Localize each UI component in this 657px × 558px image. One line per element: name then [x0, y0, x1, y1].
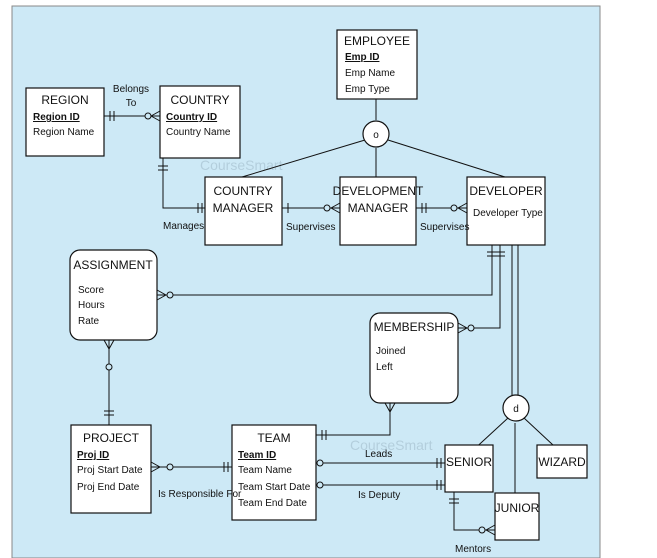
entity-country: COUNTRY Country ID Country Name — [159, 85, 241, 159]
relationship-label-manages: Manages — [163, 221, 204, 232]
svg-text:Team ID: Team ID — [238, 450, 276, 461]
entity-country-manager: COUNTRY MANAGER — [204, 176, 283, 246]
svg-text:Emp Type: Emp Type — [345, 84, 390, 95]
svg-text:TEAM: TEAM — [257, 431, 290, 445]
svg-text:Proj Start Date: Proj Start Date — [77, 465, 143, 476]
svg-text:Region Name: Region Name — [33, 127, 95, 138]
svg-text:DEVELOPMENT: DEVELOPMENT — [333, 184, 424, 198]
entity-team: TEAM Team ID Team Name Team Start Date T… — [231, 424, 317, 521]
relationship-label-supervises: Supervises — [420, 222, 469, 233]
svg-text:MANAGER: MANAGER — [213, 201, 274, 215]
svg-text:Emp Name: Emp Name — [345, 68, 395, 79]
entity-senior: SENIOR — [444, 444, 494, 493]
relationship-label-is-responsible-for: Is Responsible For — [158, 489, 242, 500]
watermark: CourseSmart — [350, 437, 433, 453]
entity-development-manager: DEVELOPMENT MANAGER — [333, 176, 424, 246]
svg-text:Left: Left — [376, 362, 393, 373]
svg-text:JUNIOR: JUNIOR — [495, 501, 540, 515]
relationship-label-to: To — [126, 98, 137, 109]
entity-project: PROJECT Proj ID Proj Start Date Proj End… — [70, 424, 152, 514]
connectors — [103, 99, 554, 536]
watermark: CourseSmart — [200, 157, 283, 173]
svg-text:Hours: Hours — [78, 300, 105, 311]
svg-text:Joined: Joined — [376, 346, 405, 357]
svg-text:Country ID: Country ID — [166, 112, 217, 123]
svg-text:Score: Score — [78, 285, 105, 296]
entity-membership: MEMBERSHIP Joined Left — [369, 312, 459, 404]
relationship-label-belongs: Belongs — [113, 84, 149, 95]
svg-text:Proj ID: Proj ID — [77, 450, 109, 461]
svg-text:Region ID: Region ID — [33, 112, 80, 123]
relationship-label-supervises: Supervises — [286, 222, 335, 233]
svg-text:WIZARD: WIZARD — [538, 455, 586, 469]
relationship-label-is-deputy: Is Deputy — [358, 490, 400, 501]
svg-text:PROJECT: PROJECT — [83, 431, 140, 445]
svg-text:Team Start Date: Team Start Date — [238, 482, 311, 493]
svg-text:Team Name: Team Name — [238, 465, 292, 476]
svg-text:COUNTRY: COUNTRY — [213, 184, 272, 198]
svg-text:Developer Type: Developer Type — [473, 208, 543, 219]
overlap-subtype-marker: o — [362, 120, 390, 148]
entity-wizard: WIZARD — [536, 444, 588, 479]
svg-text:Proj End Date: Proj End Date — [77, 482, 140, 493]
svg-text:COUNTRY: COUNTRY — [170, 93, 229, 107]
entity-employee: EMPLOYEE Emp ID Emp Name Emp Type — [336, 29, 418, 100]
svg-text:MEMBERSHIP: MEMBERSHIP — [374, 320, 455, 334]
svg-text:Emp ID: Emp ID — [345, 52, 379, 63]
entity-region: REGION Region ID Region Name — [25, 87, 105, 157]
svg-text:SENIOR: SENIOR — [446, 455, 492, 469]
svg-text:REGION: REGION — [41, 93, 88, 107]
svg-text:Rate: Rate — [78, 316, 100, 327]
entity-junior: JUNIOR — [494, 492, 540, 541]
svg-text:o: o — [373, 130, 379, 141]
svg-text:MANAGER: MANAGER — [348, 201, 409, 215]
entity-assignment: ASSIGNMENT Score Hours Rate — [69, 249, 158, 341]
relationship-label-leads: Leads — [365, 449, 392, 460]
relationship-label-mentors: Mentors — [455, 544, 491, 555]
svg-text:Country Name: Country Name — [166, 127, 231, 138]
entity-developer: DEVELOPER Developer Type — [466, 176, 546, 246]
svg-text:DEVELOPER: DEVELOPER — [469, 184, 543, 198]
svg-text:ASSIGNMENT: ASSIGNMENT — [73, 258, 153, 272]
disjoint-subtype-marker: d — [502, 394, 530, 422]
svg-text:EMPLOYEE: EMPLOYEE — [344, 34, 410, 48]
svg-text:Team End Date: Team End Date — [238, 498, 307, 509]
svg-text:d: d — [513, 404, 519, 415]
